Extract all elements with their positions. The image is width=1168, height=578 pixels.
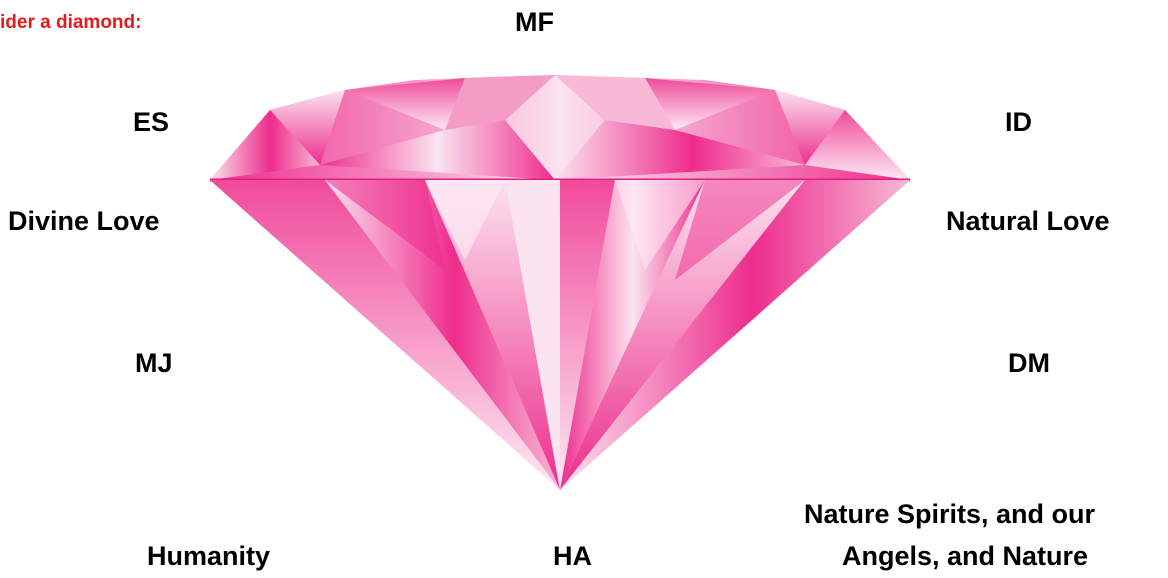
label-upper-right: ID [1005, 106, 1032, 138]
label-top: MF [515, 6, 554, 38]
label-upper-left: ES [133, 106, 169, 138]
label-bottom-right-line1: Nature Spirits, and our [804, 498, 1095, 530]
intro-text: ider a diamond: [0, 12, 141, 34]
label-lower-right: DM [1008, 347, 1050, 379]
label-bottom-right-line2: Angels, and Nature [842, 540, 1088, 572]
diamond-image [205, 70, 915, 495]
label-mid-left: Divine Love [8, 205, 160, 237]
label-bottom-center: HA [553, 540, 592, 572]
label-lower-left: MJ [135, 347, 173, 379]
label-bottom-left: Humanity [147, 540, 270, 572]
label-mid-right: Natural Love [946, 205, 1110, 237]
